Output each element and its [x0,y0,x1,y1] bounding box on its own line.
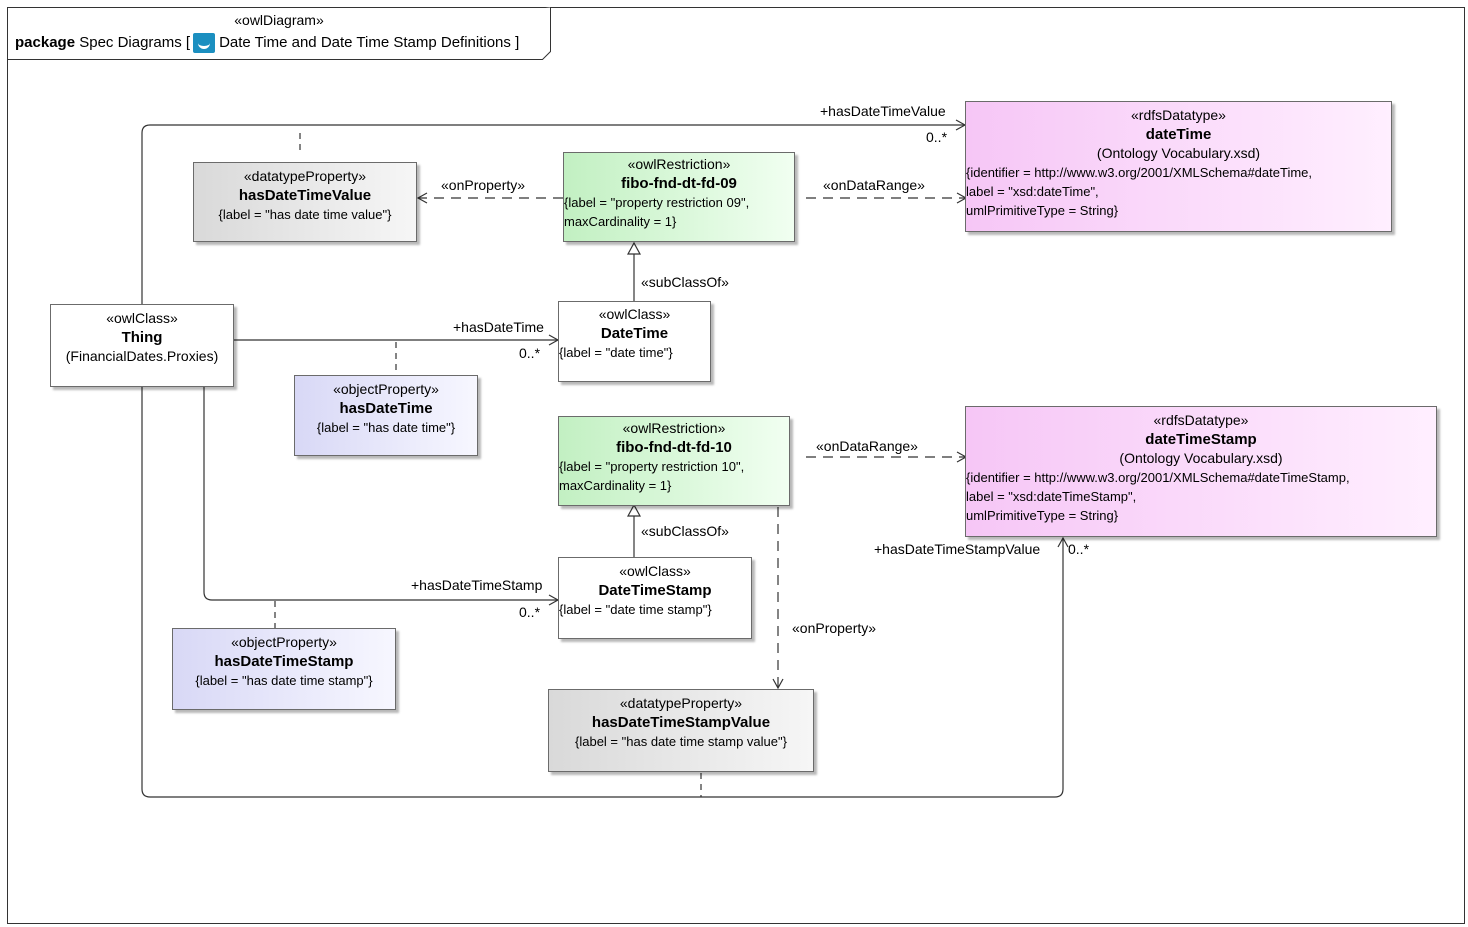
label-hasDateTimeValue-role: +hasDateTimeValue [820,103,946,119]
node-tag: umlPrimitiveType = String} [966,508,1119,523]
node-stereotype: «owlRestriction» [622,420,726,436]
node-name: fibo-fnd-dt-fd-10 [616,439,732,456]
node-tag: {label = "has date time value"} [218,207,392,222]
node-thing[interactable]: «owlClass» Thing (FinancialDates.Proxies… [50,304,234,387]
diagram-title-close: ] [515,33,520,51]
node-tag: {identifier = http://www.w3.org/2001/XML… [966,165,1313,180]
label-onDataRange-10: «onDataRange» [816,438,918,454]
node-name: DateTimeStamp [598,582,712,599]
label-hasDateTimeStamp-multiplicity: 0..* [519,604,541,620]
node-tag: {label = "has date time"} [316,420,456,435]
node-name: fibo-fnd-dt-fd-09 [621,175,737,192]
node-stereotype: «objectProperty» [231,634,337,650]
node-DateTime-class[interactable]: «owlClass» DateTime {label = "date time"… [558,301,711,382]
edge-hasDateTimeValue[interactable] [141,119,967,304]
node-stereotype: «rdfsDatatype» [1131,107,1226,123]
node-tag: {label = "has date time stamp"} [195,673,373,688]
node-hasDateTimeStampValue[interactable]: «datatypeProperty» hasDateTimeStampValue… [548,689,814,772]
label-onProperty-09: «onProperty» [441,177,526,193]
node-tag: {label = "has date time stamp value"} [575,734,787,749]
node-tag: {label = "property restriction 10", [559,459,745,474]
node-tag: {label = "property restriction 09", [564,195,750,210]
node-name: dateTime [1145,126,1212,143]
node-stereotype: «owlClass» [619,563,691,579]
node-stereotype: «owlClass» [106,310,178,326]
node-tag: {label = "date time"} [559,345,673,360]
edge-hasDateTimeStamp[interactable] [203,387,560,606]
node-namespace: (Ontology Vocabulary.xsd) [1119,450,1283,466]
node-stereotype: «objectProperty» [333,381,439,397]
node-tag: maxCardinality = 1} [564,214,677,229]
node-tag: label = "xsd:dateTime", [966,184,1099,199]
diagram-frame [7,7,1465,924]
node-namespace: (FinancialDates.Proxies) [65,348,219,364]
diagram-title-line: package Spec Diagrams [ Date Time and Dat… [15,33,519,53]
node-tag: {label = "date time stamp"} [559,602,712,617]
node-name: hasDateTime [339,400,433,417]
node-name: dateTimeStamp [1145,431,1257,448]
node-stereotype: «datatypeProperty» [619,695,743,711]
node-stereotype: «rdfsDatatype» [1153,412,1249,428]
package-keyword: package [15,33,76,51]
node-dateTimeStamp-datatype[interactable]: «rdfsDatatype» dateTimeStamp (Ontology V… [965,406,1437,537]
node-stereotype: «owlClass» [598,306,671,322]
owl-diagram-icon [193,33,216,53]
label-hasDateTime-role: +hasDateTime [453,319,544,335]
node-hasDateTime[interactable]: «objectProperty» hasDateTime {label = "h… [294,375,478,456]
diagram-stereotype: «owlDiagram» [234,12,324,28]
node-tag: label = "xsd:dateTimeStamp", [966,489,1137,504]
node-dateTime-datatype[interactable]: «rdfsDatatype» dateTime (Ontology Vocabu… [965,101,1392,232]
label-hasDateTimeStamp-role: +hasDateTimeStamp [411,577,543,593]
label-subClassOf-10: «subClassOf» [641,523,729,539]
label-onDataRange-09: «onDataRange» [823,177,925,193]
label-hasDateTimeValue-multiplicity: 0..* [926,129,948,145]
node-tag: umlPrimitiveType = String} [966,203,1119,218]
node-namespace: (Ontology Vocabulary.xsd) [1096,145,1261,161]
node-DateTimeStamp-class[interactable]: «owlClass» DateTimeStamp {label = "date … [558,557,752,639]
package-name: Spec Diagrams [ [79,33,191,51]
edge-hasDateTimeStampValue[interactable] [141,387,1069,798]
node-name: hasDateTimeStampValue [591,714,771,731]
label-subClassOf-09: «subClassOf» [641,274,729,290]
node-restriction-10[interactable]: «owlRestriction» fibo-fnd-dt-fd-10 {labe… [558,416,790,506]
node-name: hasDateTimeValue [238,187,372,204]
node-stereotype: «owlRestriction» [627,156,731,172]
node-tag: {identifier = http://www.w3.org/2001/XML… [966,470,1350,485]
node-stereotype: «datatypeProperty» [243,168,367,184]
header-tab-outline [7,7,551,60]
node-restriction-09[interactable]: «owlRestriction» fibo-fnd-dt-fd-09 {labe… [563,152,795,242]
label-onProperty-10: «onProperty» [792,620,877,636]
node-name: Thing [121,329,163,346]
label-hasDateTimeStampValue-role: +hasDateTimeStampValue [874,541,1041,557]
diagram-title[interactable]: Date Time and Date Time Stamp Definition… [219,33,511,51]
node-name: DateTime [600,325,669,342]
node-tag: maxCardinality = 1} [559,478,672,493]
diagram-header: «owlDiagram» package Spec Diagrams [ Date… [7,7,551,60]
node-hasDateTimeValue[interactable]: «datatypeProperty» hasDateTimeValue {lab… [193,162,417,242]
label-hasDateTime-multiplicity: 0..* [519,345,541,361]
label-hasDateTimeStampValue-multiplicity: 0..* [1068,541,1090,557]
node-hasDateTimeStamp[interactable]: «objectProperty» hasDateTimeStamp {label… [172,628,396,710]
node-name: hasDateTimeStamp [214,653,354,670]
